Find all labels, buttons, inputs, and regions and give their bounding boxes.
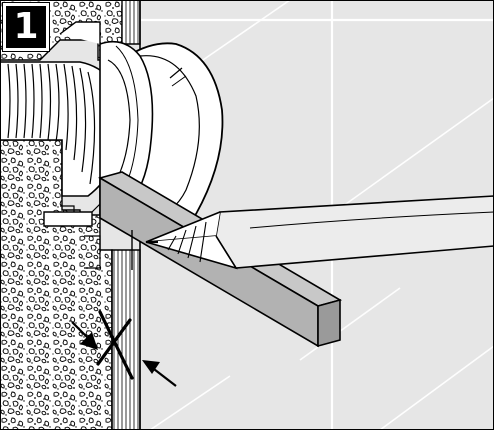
arrow-icon	[71, 321, 98, 350]
step-number: 1	[13, 6, 39, 47]
pencil	[145, 195, 494, 270]
step-number-badge: 1	[2, 2, 50, 52]
arrow-icon	[142, 360, 177, 387]
x-icon	[96, 310, 134, 380]
